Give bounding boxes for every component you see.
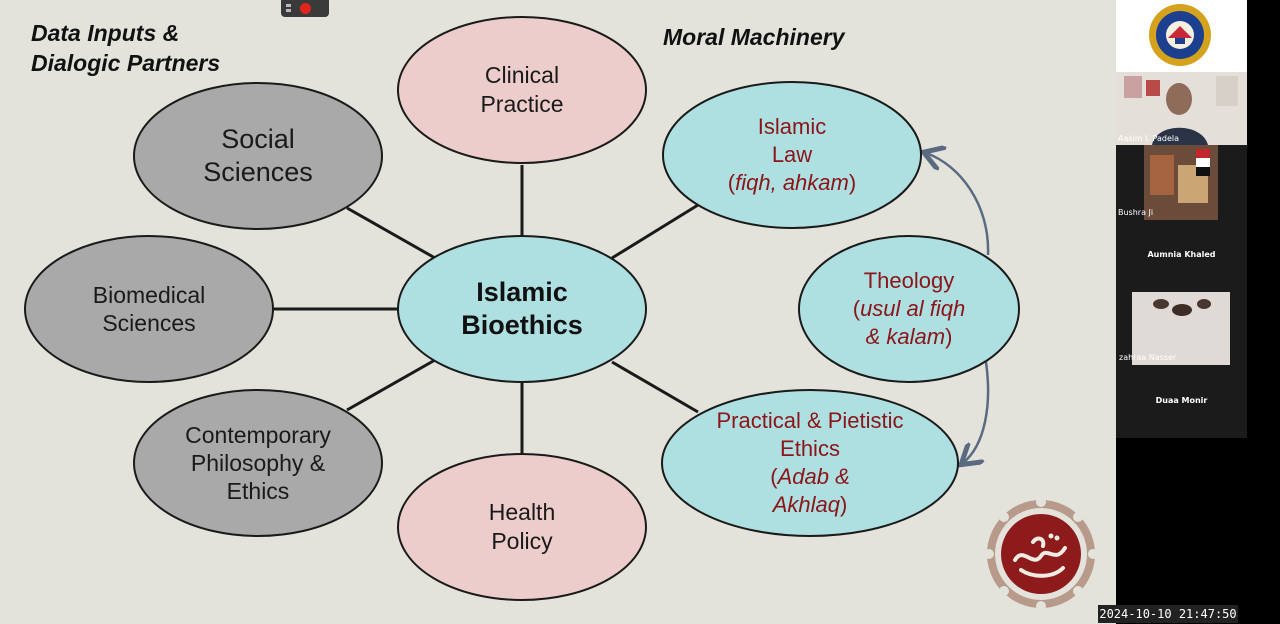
participants-panel: Aasim I. Padela Bushra Ji Aumnia Khaled …	[1116, 0, 1247, 438]
node-social-sciences	[133, 82, 383, 230]
stop-icon	[286, 9, 291, 12]
connector-philosophy	[346, 358, 436, 412]
timestamp: 2024-10-10 21:47:50	[1098, 605, 1238, 623]
right-heading: Moral Machinery	[663, 24, 845, 50]
organization-logo	[1149, 4, 1211, 66]
node-islamic-bioethics	[397, 235, 647, 383]
node-contemporary-philosophy	[133, 389, 383, 537]
participant-name: Aasim I. Padela	[1118, 134, 1180, 143]
node-biomedical-sciences	[24, 235, 274, 383]
node-theology	[798, 235, 1020, 383]
recording-control[interactable]	[281, 0, 329, 17]
participant-tile-name-only[interactable]: Aumnia Khaled	[1116, 220, 1247, 290]
node-clinical-practice	[397, 16, 647, 164]
left-heading: Data Inputs & Dialogic Partners	[31, 20, 221, 76]
arrow-to-ethics	[963, 361, 990, 463]
record-icon[interactable]	[300, 3, 311, 14]
participant-name: Bushra Ji	[1118, 208, 1154, 217]
presentation-slide: Data Inputs & Dialogic Partners Moral Ma…	[0, 0, 1116, 624]
node-health-policy	[397, 453, 647, 601]
node-islamic-law	[662, 81, 922, 229]
participant-video	[1144, 145, 1218, 220]
participant-tile-video[interactable]: Bushra Ji	[1116, 145, 1247, 220]
arrow-to-law	[926, 153, 990, 256]
participant-video	[1116, 72, 1247, 145]
participant-tile-name-only[interactable]: Duaa Monir	[1116, 365, 1247, 438]
connector-law	[611, 203, 699, 260]
participant-name: zahraa Nasser	[1119, 353, 1177, 362]
participant-tile-video[interactable]: Aasim I. Padela	[1116, 72, 1247, 145]
participant-name: Aumnia Khaled	[1147, 250, 1216, 259]
participant-name: Duaa Monir	[1155, 396, 1208, 405]
bioethics-diagram	[24, 16, 1020, 601]
participant-tile-video[interactable]: zahraa Nasser	[1116, 290, 1247, 365]
node-practical-ethics	[661, 389, 959, 537]
connector-ethics	[611, 360, 699, 414]
connector-social	[346, 206, 436, 260]
participant-video	[1132, 292, 1230, 365]
pause-icon	[286, 4, 291, 7]
hakeem-logo	[985, 498, 1097, 610]
participant-tile-logo[interactable]	[1116, 0, 1247, 72]
